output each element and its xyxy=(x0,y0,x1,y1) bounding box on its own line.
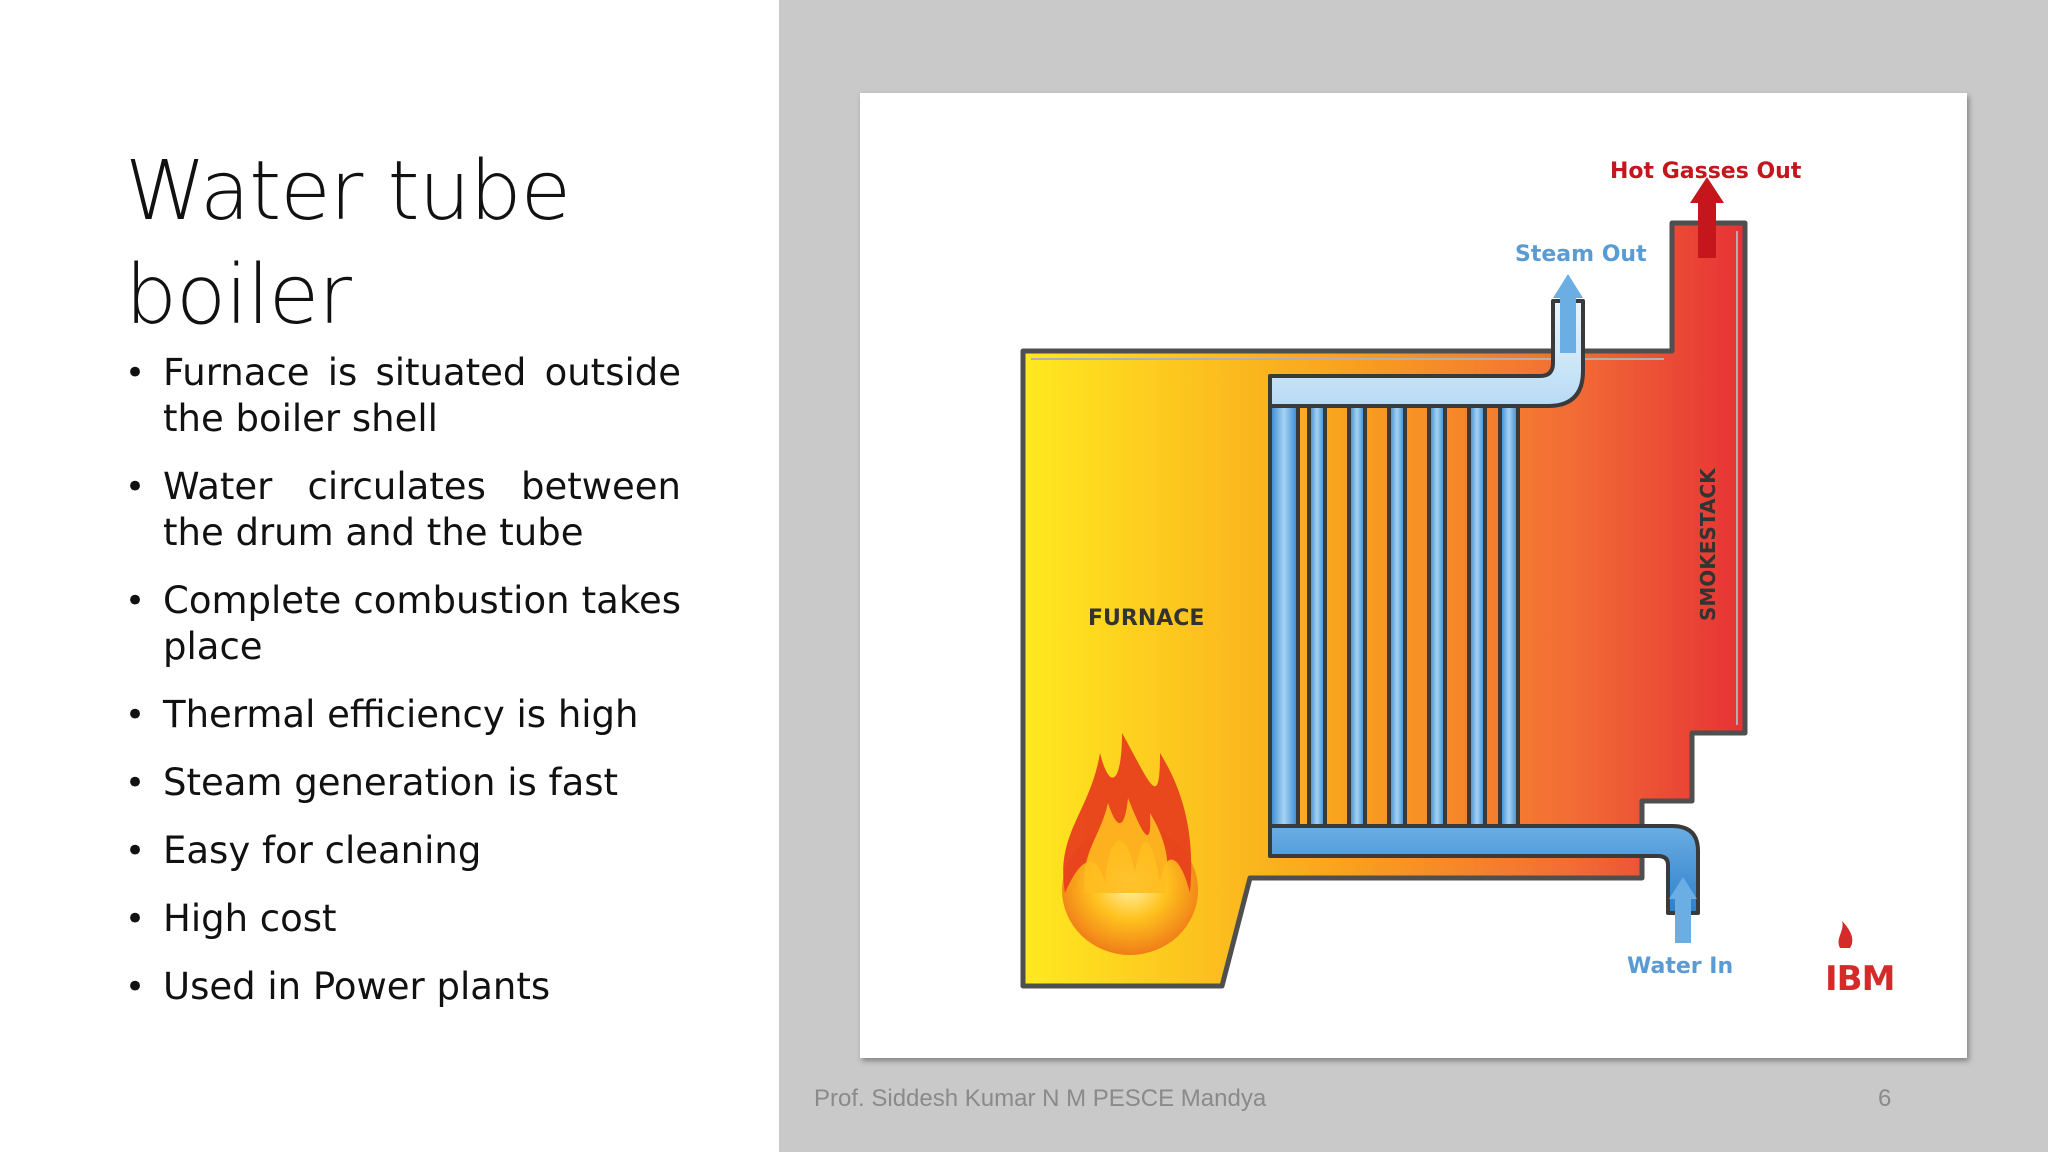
bullet-item: High cost xyxy=(125,896,681,942)
boiler-diagram: IBM Hot Gasses Out Steam Out FURNACE SMO… xyxy=(1020,159,1895,999)
steam-drum xyxy=(1268,299,1585,408)
bullet-item: Thermal efficiency is high xyxy=(125,692,681,738)
boiler-diagram-frame: IBM Hot Gasses Out Steam Out FURNACE SMO… xyxy=(860,93,1967,1058)
boiler-body xyxy=(1020,220,1748,989)
slide-title: Water tube boiler xyxy=(125,144,571,343)
slide-footer: Prof. Siddesh Kumar N M PESCE Mandya xyxy=(814,1085,1267,1112)
bullet-item: Water circulates between the drum and th… xyxy=(125,464,681,556)
smokestack-label: SMOKESTACK xyxy=(1696,467,1720,621)
bullet-item: Furnace is situated outside the boiler s… xyxy=(125,350,681,442)
bullet-item: Complete combustion takes place xyxy=(125,578,681,670)
page-number: 6 xyxy=(1878,1085,1892,1112)
logo-icon: IBM xyxy=(1825,921,1895,999)
water-drum xyxy=(1268,824,1700,915)
steam-out-arrow xyxy=(1553,274,1583,353)
steam-out-label: Steam Out xyxy=(1515,242,1647,267)
bullet-item: Steam generation is fast xyxy=(125,760,681,806)
water-in-arrow xyxy=(1669,877,1697,943)
water-in-label: Water In xyxy=(1627,954,1733,979)
flame-icon xyxy=(1062,733,1198,955)
hot-gasses-label: Hot Gasses Out xyxy=(1610,159,1802,184)
furnace-label: FURNACE xyxy=(1088,606,1204,631)
slide-text-panel: Water tube boiler Furnace is situated ou… xyxy=(0,0,779,1152)
bullet-item: Easy for cleaning xyxy=(125,828,681,874)
hot-gasses-arrow xyxy=(1690,177,1724,258)
bullet-item: Used in Power plants xyxy=(125,964,681,1010)
svg-text:IBM: IBM xyxy=(1825,959,1894,999)
water-tubes xyxy=(1268,404,1520,828)
bullet-list: Furnace is situated outside the boiler s… xyxy=(125,350,681,1032)
